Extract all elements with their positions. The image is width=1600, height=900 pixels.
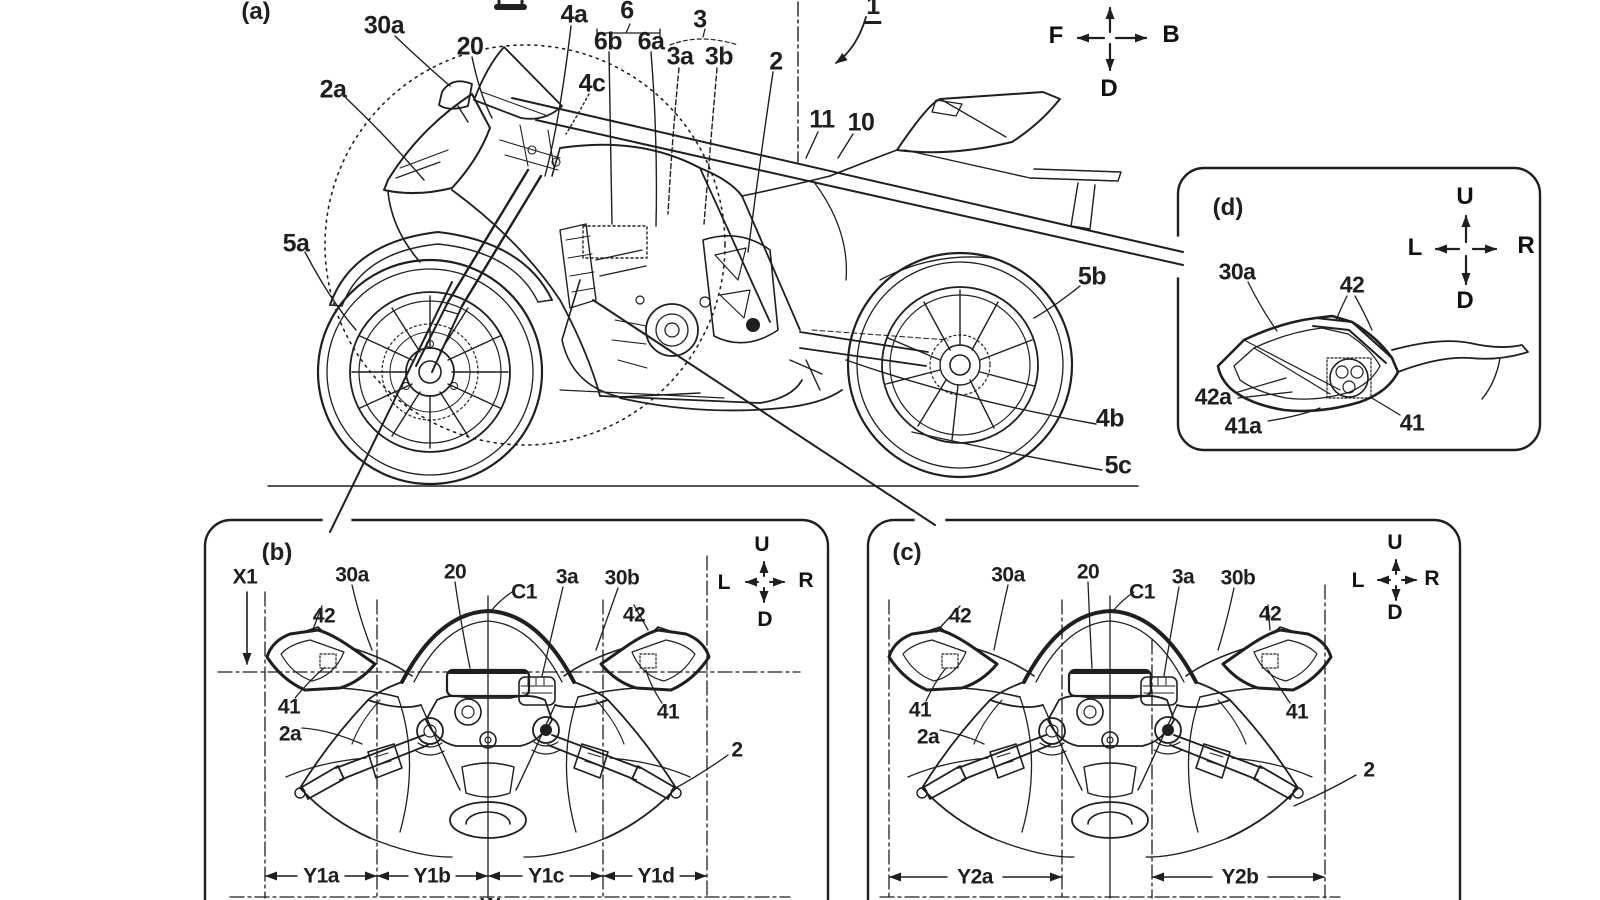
compass-a-down: D bbox=[1100, 75, 1118, 102]
part-label-42: 42 bbox=[948, 604, 972, 628]
part-label-30b: 30b bbox=[604, 566, 640, 590]
part-label-42: 42 bbox=[622, 603, 646, 627]
compass-a-back: B bbox=[1162, 21, 1180, 48]
compass-c-cross bbox=[1377, 559, 1417, 601]
compass-c-right: R bbox=[1424, 567, 1440, 590]
front-fairing bbox=[383, 46, 803, 404]
compass-a-cross bbox=[1076, 6, 1148, 72]
part-label-3b: 3b bbox=[704, 42, 734, 71]
part-label-42: 42 bbox=[1258, 602, 1282, 626]
panel-c-construction bbox=[879, 581, 1357, 899]
part-label-3a: 3a bbox=[555, 565, 579, 589]
view-tag-a: (a) bbox=[241, 0, 271, 25]
part-label-41: 41 bbox=[1399, 409, 1425, 436]
compass-d-left: L bbox=[1407, 234, 1423, 261]
part-label-4a: 4a bbox=[560, 0, 588, 29]
compass-c-down: D bbox=[1387, 601, 1403, 624]
side-view-drawing bbox=[267, 0, 1139, 487]
frame-engine bbox=[559, 167, 843, 412]
part-label-30a: 30a bbox=[335, 563, 369, 587]
compass-c-up: U bbox=[1387, 531, 1403, 554]
part-label-3: 3 bbox=[693, 5, 707, 34]
compass-crosses bbox=[745, 6, 1498, 603]
part-label-3a: 3a bbox=[666, 42, 694, 71]
part-label-20: 20 bbox=[456, 32, 484, 61]
part-label-41: 41 bbox=[1285, 700, 1309, 724]
part-label-41: 41 bbox=[277, 695, 301, 719]
compass-b-up: U bbox=[754, 533, 770, 556]
part-label-41: 41 bbox=[908, 698, 932, 722]
compass-d-cross bbox=[1434, 214, 1498, 286]
part-label-20: 20 bbox=[1076, 560, 1100, 584]
part-label-W: W bbox=[480, 896, 500, 900]
part-label-42: 42 bbox=[1339, 271, 1365, 298]
part-label-30b: 30b bbox=[1220, 566, 1256, 590]
view-tag-b: (b) bbox=[261, 539, 293, 566]
part-label-20: 20 bbox=[443, 560, 467, 584]
view-tag-d: (d) bbox=[1212, 194, 1244, 221]
part-label-6: 6 bbox=[620, 0, 634, 25]
part-label-C1: C1 bbox=[511, 580, 537, 604]
part-label-5a: 5a bbox=[282, 229, 310, 258]
front-fender-fork bbox=[329, 168, 553, 373]
compass-b-left: L bbox=[717, 571, 731, 594]
part-label-Y1d: Y1d bbox=[637, 864, 675, 888]
panel-borders bbox=[203, 166, 1542, 900]
part-label-X1: X1 bbox=[232, 565, 258, 589]
compass-d-down: D bbox=[1456, 287, 1474, 314]
compass-d-up: U bbox=[1456, 183, 1474, 210]
part-label-4c: 4c bbox=[578, 69, 606, 98]
part-label-Y1c: Y1c bbox=[528, 864, 564, 888]
part-label-2: 2 bbox=[731, 738, 743, 762]
part-label-2a: 2a bbox=[278, 722, 302, 746]
tank-seat-tail bbox=[551, 91, 1122, 281]
part-label-3a: 3a bbox=[1171, 565, 1195, 589]
panel-b-border bbox=[203, 518, 830, 900]
part-label-C1: C1 bbox=[1129, 580, 1155, 604]
part-label-Y2a: Y2a bbox=[957, 865, 993, 889]
panel-leaders bbox=[322, 97, 1184, 533]
compass-d-right: R bbox=[1517, 232, 1535, 259]
leader-lines-main bbox=[304, 16, 1103, 471]
panel-d-border bbox=[1176, 166, 1542, 452]
panel-b-construction bbox=[217, 555, 801, 899]
part-label-4b: 4b bbox=[1095, 404, 1125, 433]
front-wheel bbox=[316, 258, 544, 486]
part-label-41a: 41a bbox=[1224, 412, 1262, 439]
part-label-2: 2 bbox=[769, 47, 783, 76]
part-label-30a: 30a bbox=[1218, 258, 1256, 285]
part-label-6a: 6a bbox=[637, 27, 665, 56]
part-label-42: 42 bbox=[312, 604, 336, 628]
compass-c-left: L bbox=[1351, 569, 1365, 592]
part-label-10: 10 bbox=[847, 108, 875, 137]
part-label-30a: 30a bbox=[991, 563, 1025, 587]
part-label-2a: 2a bbox=[916, 725, 940, 749]
compass-b-cross bbox=[745, 561, 785, 603]
part-label-1: 1 bbox=[864, 0, 882, 24]
part-label-Y1a: Y1a bbox=[303, 864, 339, 888]
part-label-5c: 5c bbox=[1104, 451, 1132, 480]
compass-b-right: R bbox=[798, 569, 814, 592]
swingarm bbox=[799, 256, 993, 367]
part-label-5b: 5b bbox=[1077, 262, 1107, 291]
part-label-30a: 30a bbox=[363, 11, 405, 40]
part-label-2: 2 bbox=[1363, 758, 1375, 782]
part-label-2a: 2a bbox=[319, 75, 347, 104]
part-label-41: 41 bbox=[656, 700, 680, 724]
part-label-11: 11 bbox=[809, 105, 835, 134]
mirror-detail-drawing bbox=[1216, 281, 1529, 422]
part-label-42a: 42a bbox=[1194, 383, 1232, 410]
part-label-Y1b: Y1b bbox=[413, 864, 451, 888]
compass-b-down: D bbox=[757, 608, 773, 631]
part-label-Y2b: Y2b bbox=[1221, 865, 1259, 889]
view-tag-c: (c) bbox=[892, 539, 922, 566]
panel-c-border bbox=[866, 518, 1462, 900]
part-label-6b: 6b bbox=[593, 27, 623, 56]
rear-wheel bbox=[846, 251, 1074, 479]
compass-a-front: F bbox=[1048, 22, 1064, 49]
